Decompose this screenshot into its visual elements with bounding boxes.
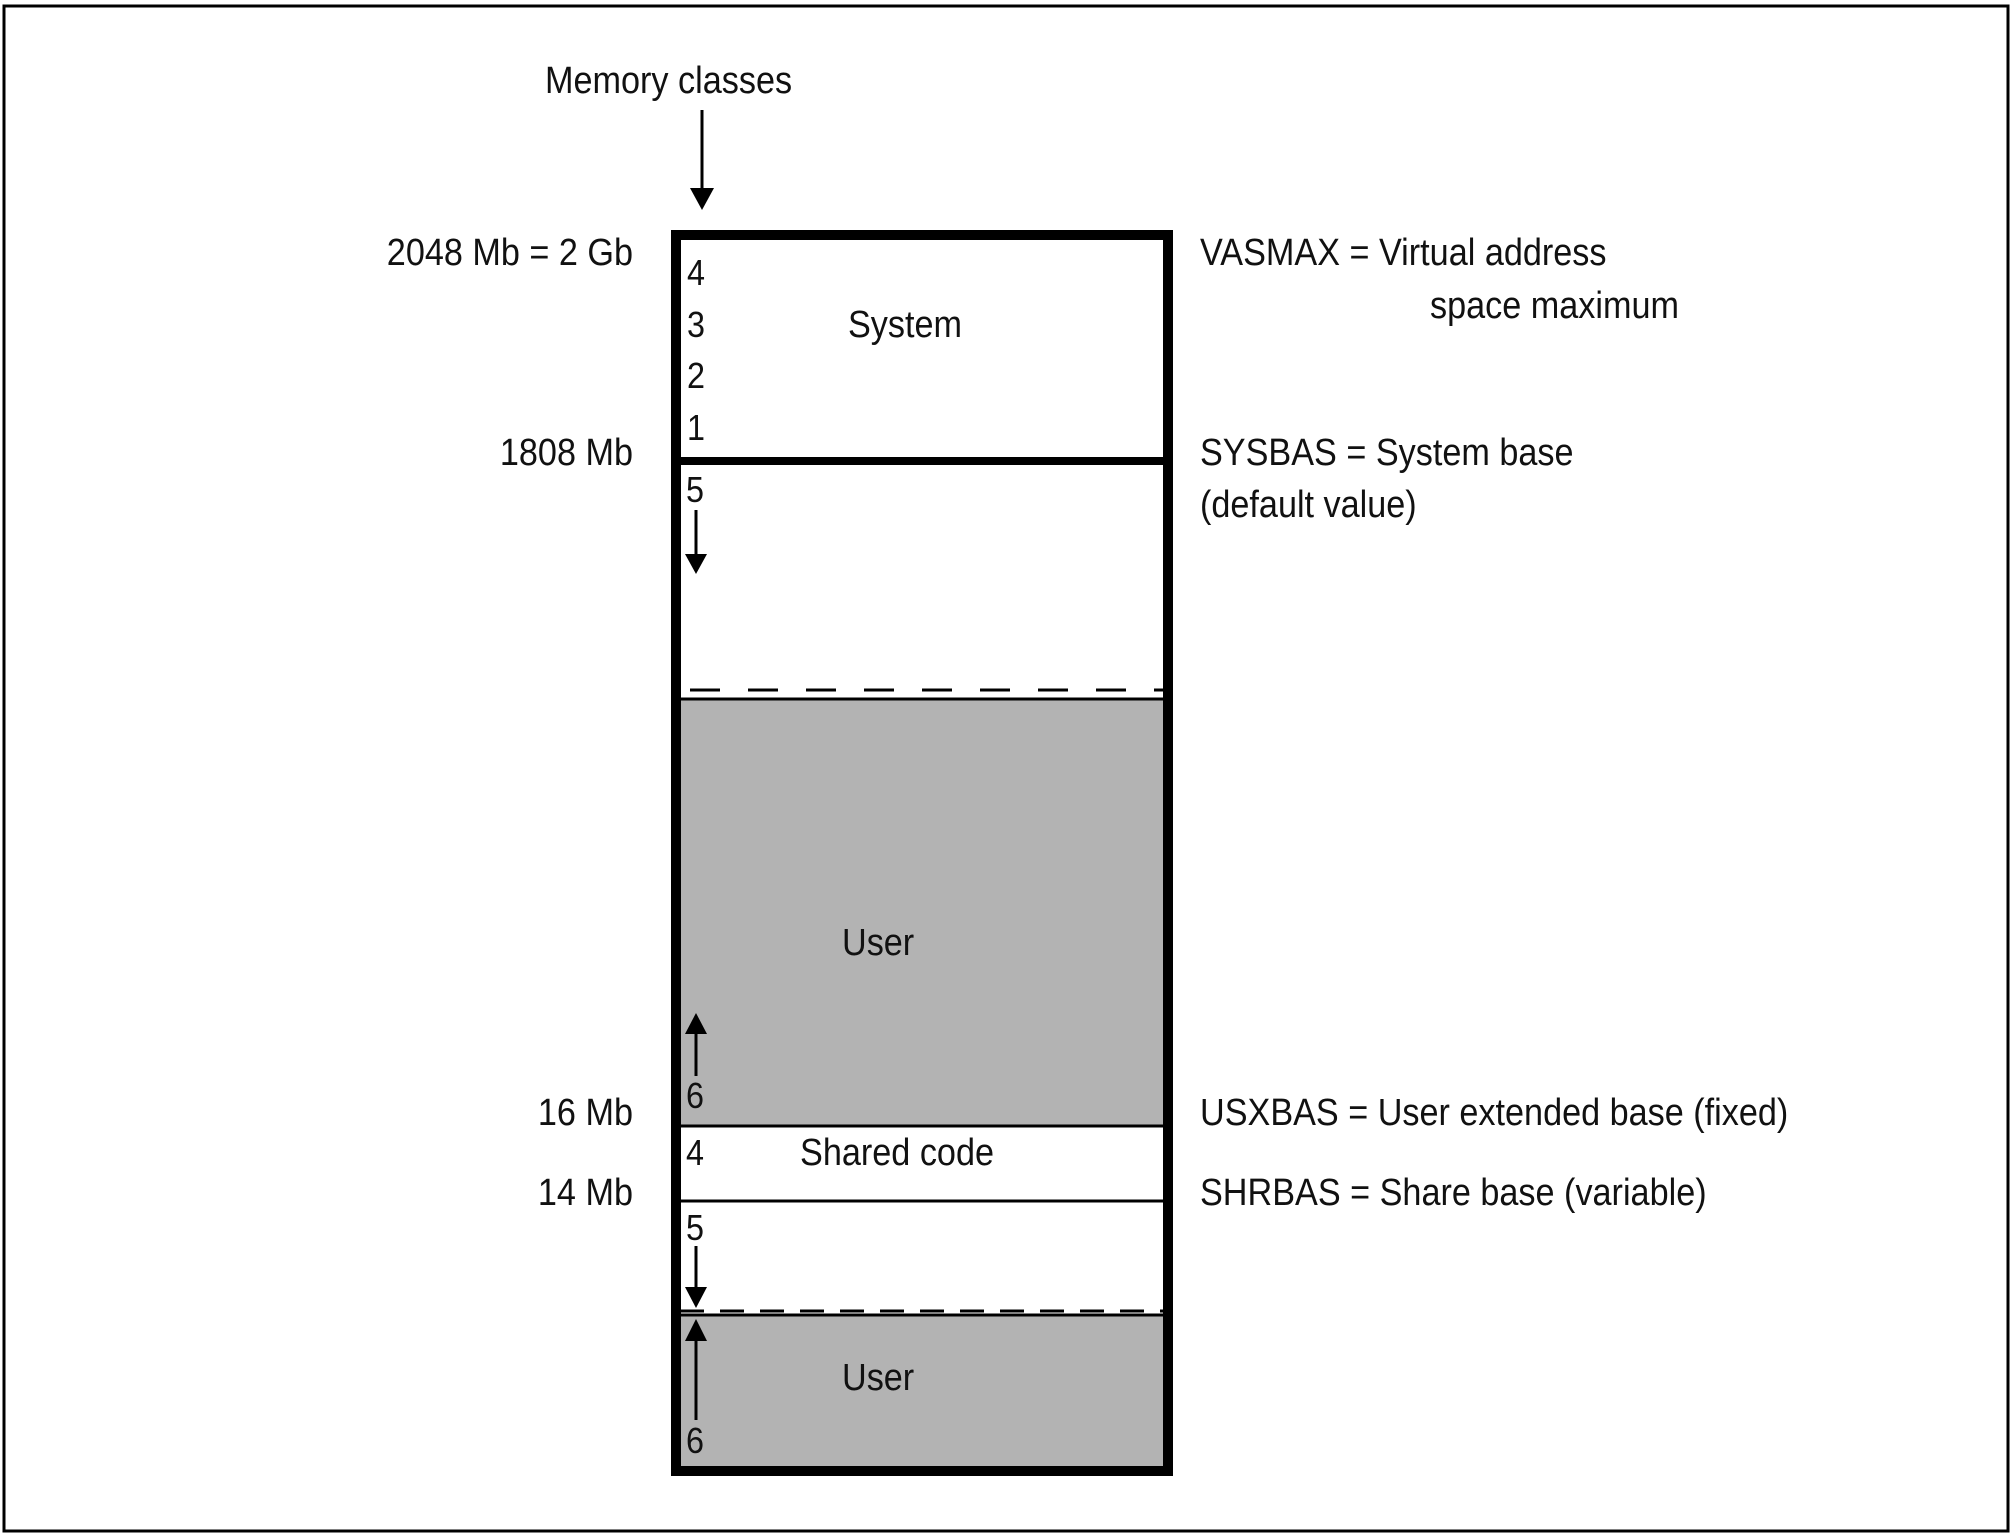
shrbas-address-label: 14 Mb	[538, 1172, 633, 1214]
vasmax-description-line2: space maximum	[1430, 285, 1679, 327]
memory-classes-arrow-icon	[690, 110, 714, 210]
arrow-down-icon	[685, 1246, 707, 1308]
lower-user-label: User	[842, 1357, 915, 1399]
upper-user-region	[680, 700, 1163, 1126]
usxbas-description: USXBAS = User extended base (fixed)	[1200, 1092, 1788, 1134]
address-space-box	[671, 230, 1173, 1476]
sysbas-description-line1: SYSBAS = System base	[1200, 432, 1574, 474]
vasmax-address-label: 2048 Mb = 2 Gb	[387, 232, 633, 274]
usxbas-address-label: 16 Mb	[538, 1092, 633, 1134]
lower-class-5-label: 5	[686, 1207, 704, 1248]
system-region-label: System	[848, 304, 962, 346]
vasmax-description-line1: VASMAX = Virtual address	[1200, 232, 1607, 274]
upper-class-5-label: 5	[686, 469, 704, 510]
arrow-down-icon	[685, 510, 707, 574]
system-class-2: 2	[687, 355, 705, 396]
arrow-up-icon	[685, 1013, 707, 1076]
sysbas-description-line2: (default value)	[1200, 484, 1417, 526]
sysbas-address-label: 1808 Mb	[500, 432, 633, 474]
system-class-3: 3	[687, 304, 705, 345]
upper-user-class-6: 6	[686, 1075, 704, 1116]
memory-classes-title: Memory classes	[545, 60, 792, 102]
shared-code-class-4: 4	[686, 1132, 704, 1173]
system-class-4: 4	[687, 252, 705, 293]
lower-user-region	[680, 1316, 1163, 1466]
upper-user-label: User	[842, 922, 915, 964]
arrow-up-icon	[685, 1319, 707, 1420]
shared-code-label: Shared code	[800, 1132, 994, 1174]
shrbas-description: SHRBAS = Share base (variable)	[1200, 1172, 1707, 1214]
system-class-1: 1	[687, 407, 705, 448]
lower-user-class-6: 6	[686, 1420, 704, 1461]
